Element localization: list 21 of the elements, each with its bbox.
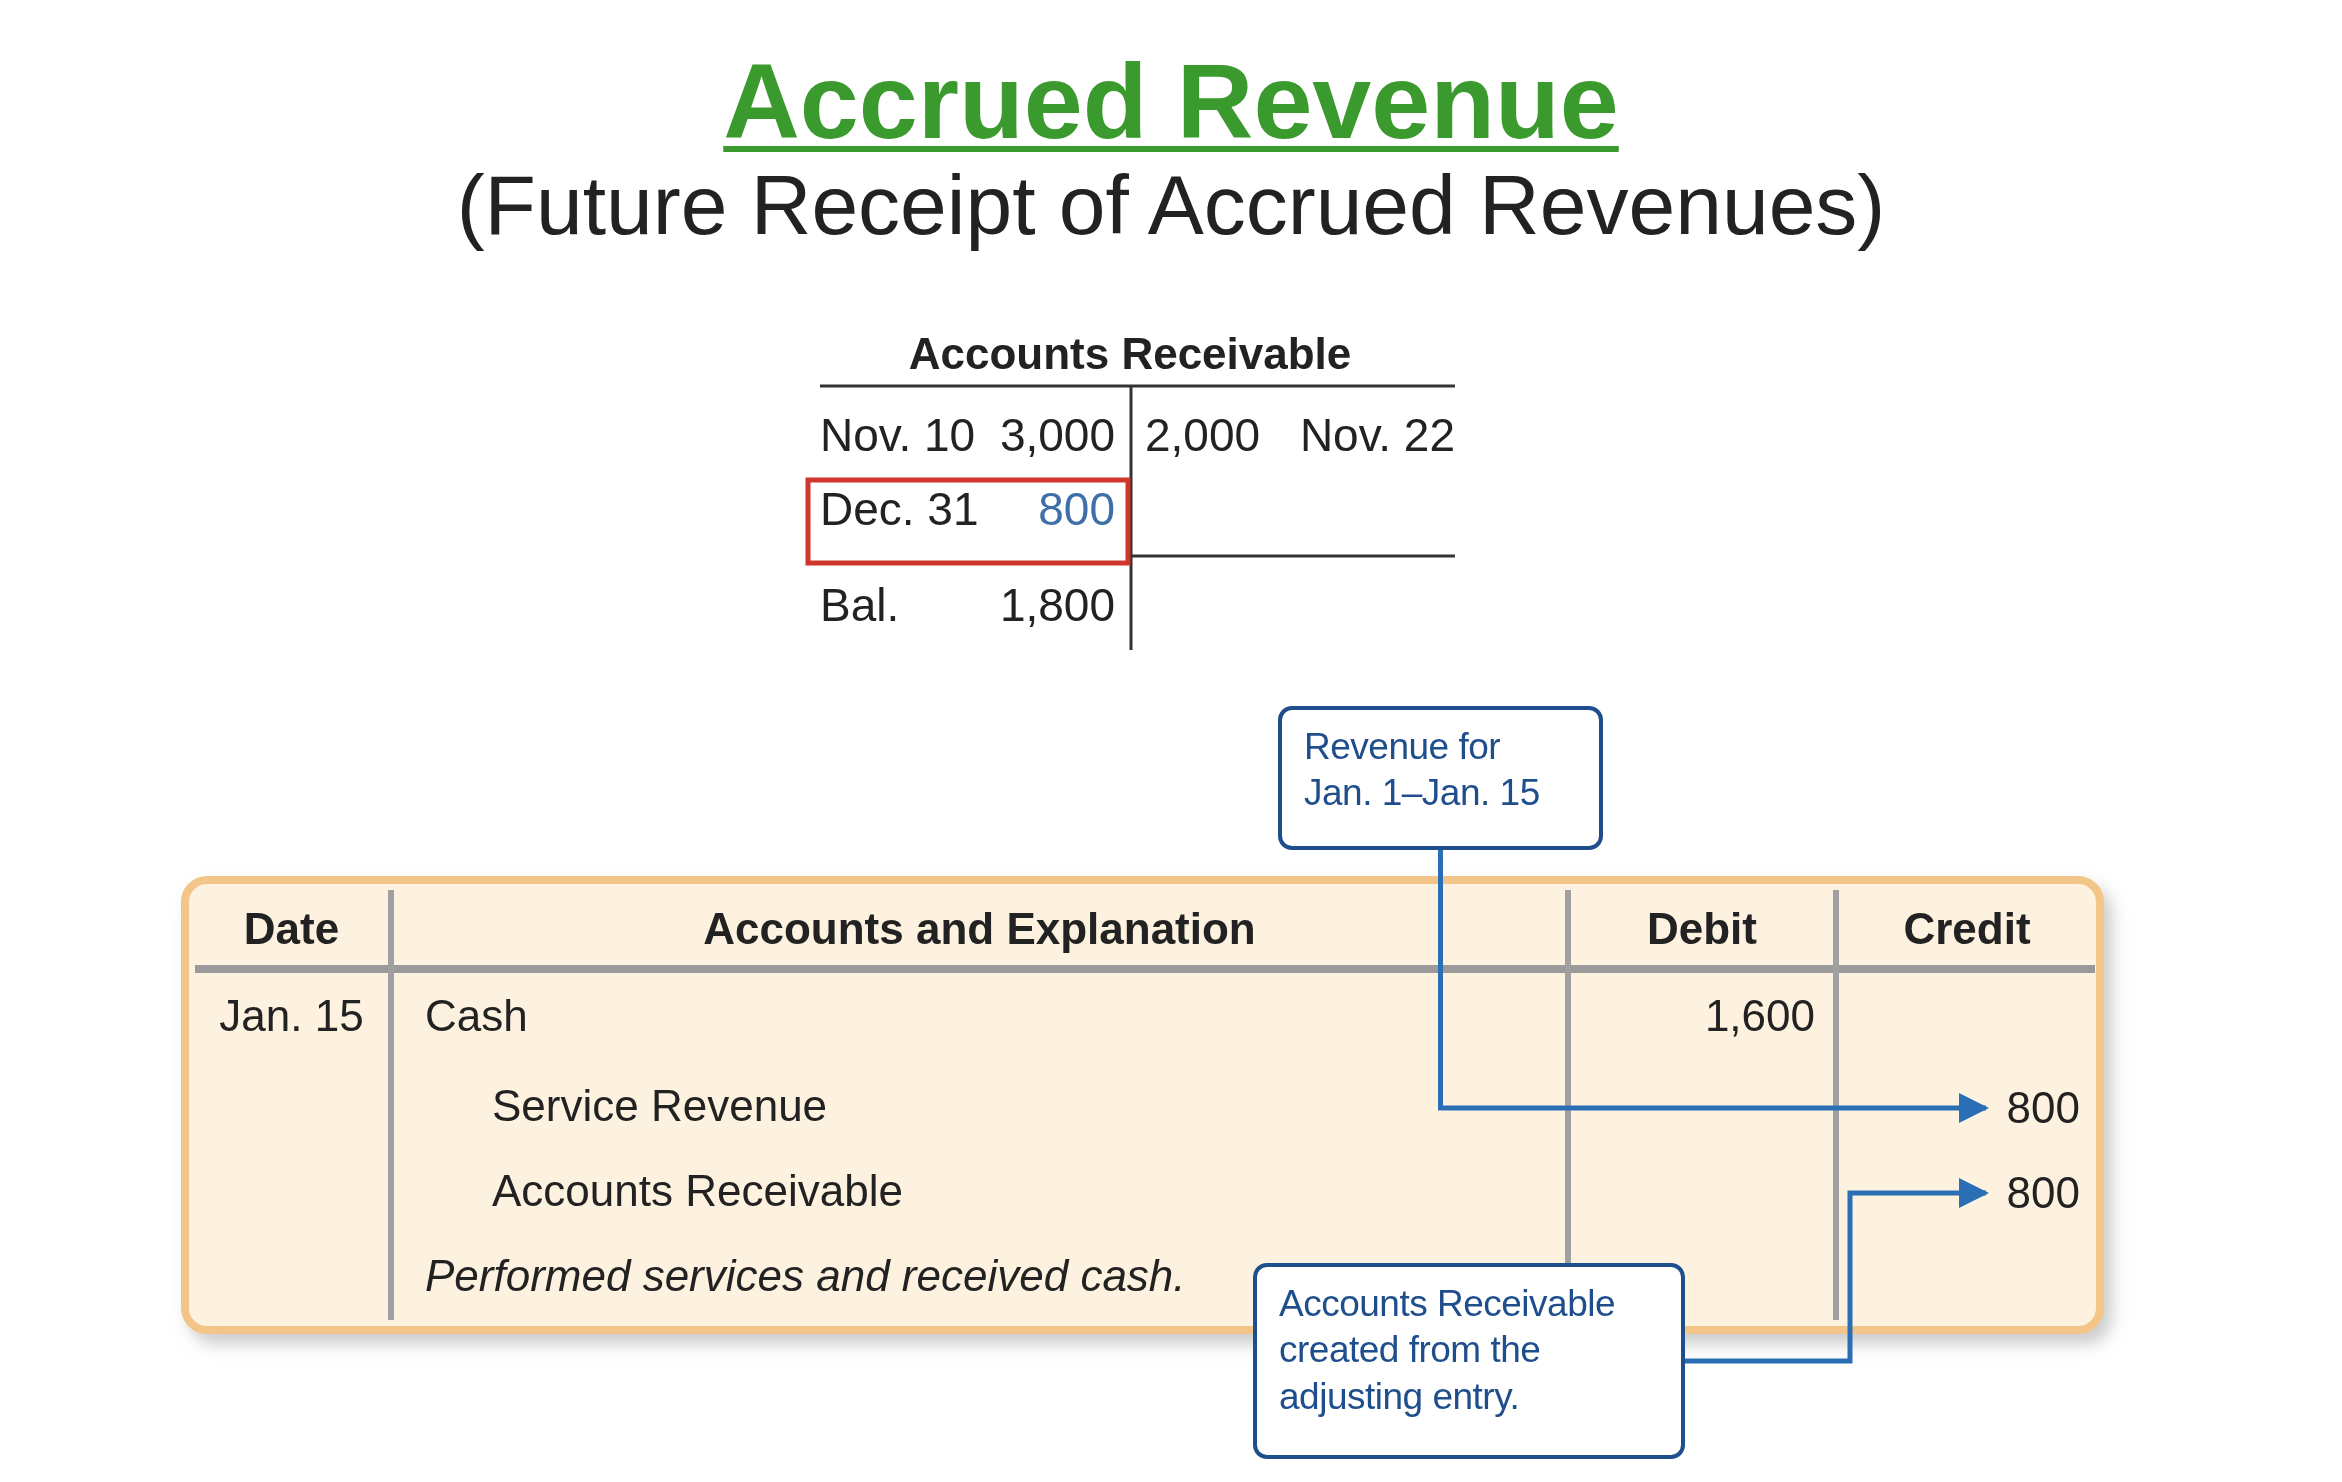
column-header: Debit <box>1646 903 1758 955</box>
account-title: Accounts Receivable <box>907 328 1353 380</box>
debit-amount: 1,600 <box>1703 990 1815 1042</box>
arrow <box>1438 850 1989 1123</box>
column-header: Accounts and Explanation <box>702 903 1257 955</box>
arrow <box>1685 1178 1989 1364</box>
amount: 1,800 <box>998 578 1115 633</box>
date: Dec. 31 <box>820 482 980 537</box>
balance-label: Bal. <box>820 578 901 633</box>
callout-box: Accounts Receivable created from the adjusting entry. <box>1253 1263 1685 1459</box>
column-header: Credit <box>1902 903 2032 955</box>
date: Nov. 10 <box>820 408 977 463</box>
column-header: Date <box>242 903 341 955</box>
credit-amount: 800 <box>1990 1165 2080 1221</box>
account-name: Service Revenue <box>492 1080 829 1132</box>
account-name: Accounts Receivable <box>492 1165 904 1217</box>
account-name: Cash <box>425 990 529 1042</box>
date: Jan. 15 <box>218 990 365 1042</box>
callout-box: Revenue for Jan. 1–Jan. 15 <box>1278 706 1603 850</box>
credit-amount: 800 <box>1990 1080 2080 1136</box>
date: Nov. 22 <box>1298 408 1455 463</box>
